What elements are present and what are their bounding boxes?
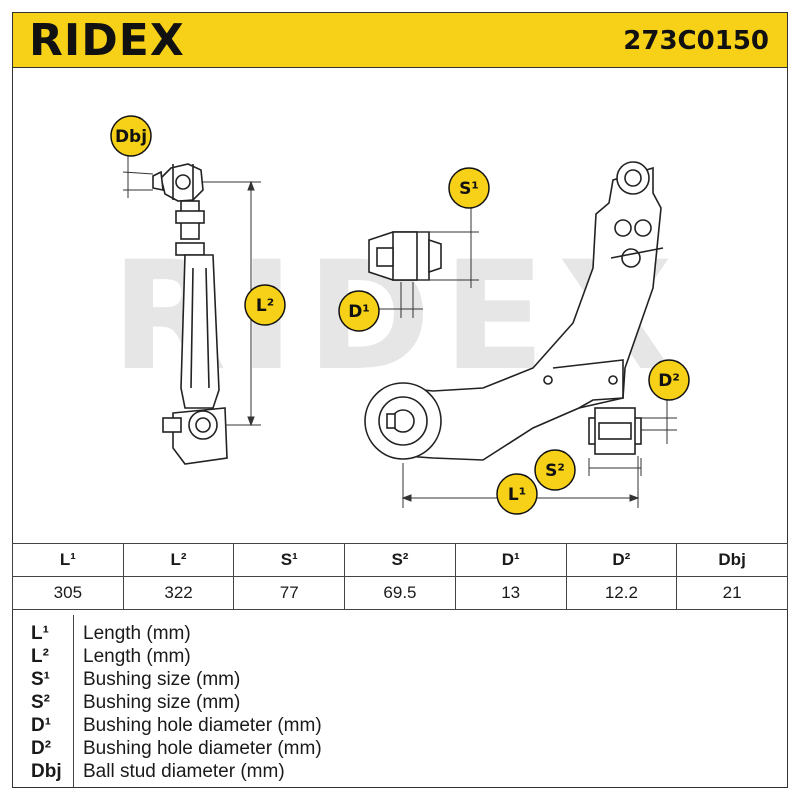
badge-d1: D¹ <box>338 290 380 332</box>
badge-l1-label: L¹ <box>508 485 526 505</box>
badge-dbj-label: Dbj <box>115 127 147 147</box>
spec-header-cell: L¹ <box>12 543 124 577</box>
legend-description: Length (mm) <box>83 623 191 644</box>
spec-header-cell: D² <box>565 543 678 577</box>
arm-top-view <box>364 161 664 461</box>
spec-value-cell: 12.2 <box>565 576 678 610</box>
legend-row: D² Bushing hole diameter (mm) <box>13 738 787 760</box>
spec-value-cell: 13 <box>454 576 567 610</box>
legend-description: Bushing hole diameter (mm) <box>83 738 322 759</box>
badge-d2: D² <box>648 359 690 401</box>
legend-divider <box>73 615 74 787</box>
technical-drawing: RIDEX <box>13 68 787 543</box>
badge-l2-label: L² <box>256 296 274 316</box>
legend-description: Bushing size (mm) <box>83 692 241 713</box>
s1-d1-dimension <box>378 208 479 318</box>
spec-value-cell: 21 <box>676 576 788 610</box>
legend-symbol: L¹ <box>31 623 49 644</box>
spec-header-cell: S² <box>344 543 456 577</box>
legend-symbol: Dbj <box>31 761 62 782</box>
legend-row: Dbj Ball stud diameter (mm) <box>13 761 787 783</box>
spec-table-value-row: 305 322 77 69.5 13 12.2 21 <box>12 576 788 610</box>
badge-s1: S¹ <box>448 167 490 209</box>
legend-row: L¹ Length (mm) <box>13 623 787 645</box>
badge-l1: L¹ <box>496 473 538 515</box>
spec-header-cell: L² <box>122 543 235 577</box>
legend-symbol: D² <box>31 738 52 759</box>
spec-table-header-row: L¹ L² S¹ S² D¹ D² Dbj <box>12 543 788 577</box>
badge-s2-label: S² <box>545 461 565 481</box>
header-bar: RIDEX 273C0150 <box>13 13 787 68</box>
legend-symbol: S¹ <box>31 669 50 690</box>
legend-description: Length (mm) <box>83 646 191 667</box>
legend-description: Bushing hole diameter (mm) <box>83 715 322 736</box>
badge-s1-label: S¹ <box>459 179 479 199</box>
legend-row: S² Bushing size (mm) <box>13 692 787 714</box>
legend-row: D¹ Bushing hole diameter (mm) <box>13 715 787 737</box>
spec-header-cell: Dbj <box>676 543 788 577</box>
brand-logo: RIDEX <box>29 15 185 66</box>
datasheet: RIDEX 273C0150 RIDEX <box>12 12 788 788</box>
spec-header-cell: D¹ <box>454 543 567 577</box>
legend-row: S¹ Bushing size (mm) <box>13 669 787 691</box>
legend-symbol: D¹ <box>31 715 52 736</box>
arm-side-view <box>152 163 228 465</box>
spec-value-cell: 77 <box>233 576 346 610</box>
legend-symbol: S² <box>31 692 50 713</box>
spec-value-cell: 305 <box>12 576 124 610</box>
legend-description: Bushing size (mm) <box>83 669 241 690</box>
badge-s2: S² <box>534 449 576 491</box>
spec-header-cell: S¹ <box>233 543 346 577</box>
legend-row: L² Length (mm) <box>13 646 787 668</box>
dbj-dimension <box>122 153 154 198</box>
control-arm-diagram: RIDEX <box>110 115 690 515</box>
badge-d2-label: D² <box>658 371 680 391</box>
badge-dbj: Dbj <box>110 115 152 157</box>
spec-value-cell: 322 <box>122 576 235 610</box>
spec-value-cell: 69.5 <box>344 576 456 610</box>
part-number: 273C0150 <box>623 26 769 56</box>
spec-table: L¹ L² S¹ S² D¹ D² Dbj 305 322 77 69.5 13… <box>12 543 788 610</box>
legend-description: Ball stud diameter (mm) <box>83 761 285 782</box>
legend-symbol: L² <box>31 646 49 667</box>
badge-l2: L² <box>244 284 286 326</box>
badge-d1-label: D¹ <box>348 302 370 322</box>
legend: L¹ Length (mm) L² Length (mm) S¹ Bushing… <box>13 615 787 787</box>
